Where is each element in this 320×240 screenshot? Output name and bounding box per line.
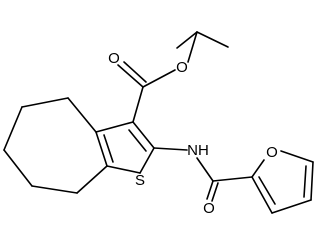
bond-c3a-c4: [67, 97, 97, 133]
atom-labels: O O S NH O O: [108, 50, 278, 217]
bond-s-c7a: [106, 165, 141, 174]
carbonyl-oxygen-label: O: [108, 50, 120, 67]
bond-amide-c-o-double: [211, 182, 219, 202]
bond-nh-amide-c: [196, 157, 214, 182]
bond-carbonyl-double-1: [117, 64, 144, 88]
bonds: [3, 31, 314, 214]
bond-furan-c4-c3: [271, 199, 312, 214]
amide-nh-label: NH: [187, 142, 209, 159]
bond-c4-c5: [21, 97, 69, 108]
bond-ester-o-carbonyl-c: [142, 69, 176, 88]
bond-carbonyl-c-to-ring: [132, 86, 144, 123]
bond-furan-c3-c2: [251, 176, 273, 214]
bond-furan-o-c5: [280, 150, 314, 163]
bond-amide-c-o: [206, 180, 214, 200]
bond-c2-nh: [153, 147, 188, 151]
bond-amide-c-furan: [212, 176, 253, 182]
bond-c3a-c3: [95, 121, 134, 133]
bond-carbonyl-double-2: [123, 61, 147, 83]
amide-oxygen-label: O: [203, 200, 215, 217]
bond-c3-c2: [132, 121, 155, 149]
bond-c8-c7a: [76, 165, 108, 194]
ester-oxygen-label: O: [176, 59, 188, 76]
thiophene-sulfur-label: S: [135, 172, 145, 189]
molecule-structure: O O S NH O O: [3, 31, 314, 217]
bond-c2-s: [139, 147, 155, 174]
bond-c7a-c3a: [95, 131, 108, 167]
bond-c5-c6: [3, 106, 23, 151]
bond-ipr-methyl-left: [176, 31, 198, 49]
bond-c6-c7: [3, 149, 33, 187]
bond-furan-c5-c4: [310, 161, 314, 201]
bond-c3-c2-double: [128, 129, 147, 152]
bond-furan-c3-c2-double: [258, 176, 276, 205]
bond-ipr-methyl-right: [196, 31, 229, 48]
bond-c7a-c3a-double: [103, 134, 114, 163]
bond-furan-c2-o: [251, 159, 265, 178]
bond-c7-c8: [31, 185, 78, 194]
furan-oxygen-label: O: [266, 144, 278, 161]
bond-ipr-to-ester-o: [187, 31, 198, 63]
bond-furan-c5-c4-double: [303, 165, 307, 198]
